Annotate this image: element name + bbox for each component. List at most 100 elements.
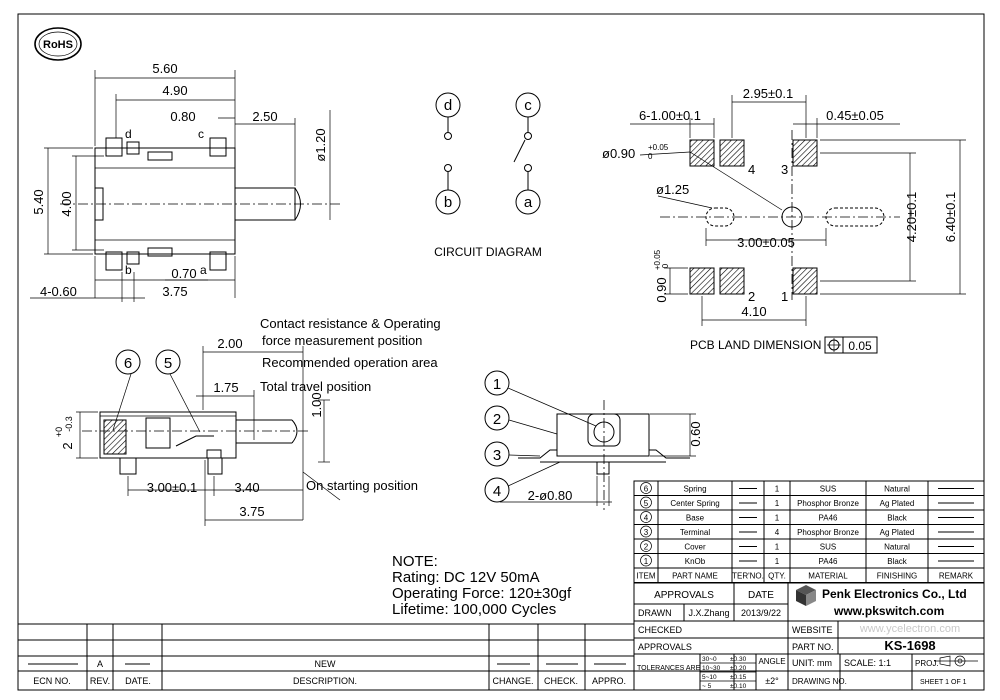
pcb-dim-4-10: 4.10 xyxy=(741,304,766,319)
tb-proj: PROJ. xyxy=(915,659,939,668)
pcb-position-tolerance: 0.05 xyxy=(848,339,872,353)
pcb-dim-dia-0-90: ø0.90 xyxy=(602,146,635,161)
tb-tol-r2v: ±0.20 xyxy=(730,665,747,672)
dim-5-60: 5.60 xyxy=(152,61,177,76)
tb-tol-r3: 5~10 xyxy=(702,674,717,681)
bom-part-name: Center Spring xyxy=(670,499,719,508)
tb-angle-value: ±2° xyxy=(765,676,779,686)
bom-material: PA46 xyxy=(819,514,839,523)
pin-label-b: b xyxy=(125,263,132,277)
revision-block: A NEW ECN NO. REV. DATE. DESCRIPTION. CH… xyxy=(18,623,635,690)
callout-1: 1 xyxy=(493,376,501,393)
tb-drawn-by: J.X.Zhang xyxy=(688,608,729,618)
bom-header-part: PART NAME xyxy=(672,572,718,581)
company-name: Penk Electronics Co., Ltd xyxy=(822,587,967,601)
pcb-dim-dia-1-25: ø1.25 xyxy=(656,182,689,197)
bom-item: 6 xyxy=(644,485,649,494)
front-dim-0-60: 0.60 xyxy=(688,421,703,446)
circuit-pin-d: d xyxy=(444,97,452,114)
pcb-dim-6x1-00: 6-1.00±0.1 xyxy=(639,108,701,123)
rohs-badge: RoHS xyxy=(34,27,82,61)
bom-qty: 4 xyxy=(775,528,780,537)
pcb-caption: PCB LAND DIMENSION xyxy=(690,338,821,352)
top-view: 5.60 4.90 0.80 2.50 ø1.20 5.40 4.00 0.70… xyxy=(30,61,340,302)
bom-finishing: Black xyxy=(887,514,908,523)
bom-finishing: Natural xyxy=(884,485,910,494)
circuit-title: CIRCUIT DIAGRAM xyxy=(434,245,542,259)
pcb-dim-0-45: 0.45±0.05 xyxy=(826,108,884,123)
bom-finishing: Natural xyxy=(884,543,910,552)
pin-label-c: c xyxy=(198,127,204,141)
side-dim-2-00: 2.00 xyxy=(217,336,242,351)
pcb-dim-2-95: 2.95±0.1 xyxy=(743,86,794,101)
note-total-travel: Total travel position xyxy=(260,379,371,394)
tb-website-value: www.ycelectron.com xyxy=(859,623,960,635)
bom-material: Phosphor Bronze xyxy=(797,499,859,508)
pin-label-d: d xyxy=(125,127,132,141)
tb-sheet: SHEET 1 OF 1 xyxy=(920,679,967,686)
bom-header-remark: REMARK xyxy=(939,572,974,581)
bom-finishing: Black xyxy=(887,557,908,566)
bom-finishing: Ag Plated xyxy=(880,499,915,508)
tb-approvals-2: APPROVALS xyxy=(638,642,692,652)
side-view: 6 5 2.00 1.75 1.00 2 +0 -0.3 3.00±0.1 3.… xyxy=(54,316,441,526)
bom-part-name: Spring xyxy=(683,485,706,494)
tb-drawn-date: 2013/9/22 xyxy=(741,608,781,618)
rev-change: CHANGE. xyxy=(492,676,533,686)
pcb-dim-0-90-v-tol-up: +0.05 xyxy=(653,249,662,270)
item-number-circle xyxy=(640,554,652,567)
bom-part-name: Terminal xyxy=(680,528,710,537)
pcb-dim-0-90-v-tol-dn: 0 xyxy=(661,263,670,268)
side-dim-3-00: 3.00±0.1 xyxy=(147,480,198,495)
tb-scale: SCALE: 1:1 xyxy=(844,658,891,668)
bom-qty: 1 xyxy=(775,543,780,552)
bom-item: 3 xyxy=(644,528,649,537)
note-lifetime: Lifetime: 100,000 Cycles xyxy=(392,601,556,618)
note-contact-resistance: Contact resistance & Operating xyxy=(260,316,441,331)
side-dim-2: 2 xyxy=(60,442,75,449)
pcb-dim-6-40: 6.40±0.1 xyxy=(943,192,958,243)
item-number-circle xyxy=(640,496,652,509)
tb-approvals: APPROVALS xyxy=(654,590,714,601)
tb-drawn: DRAWN xyxy=(638,608,672,618)
rev-date: DATE. xyxy=(125,676,151,686)
note-recommended-area: Recommended operation area xyxy=(262,355,438,370)
side-dim-2-tol-up: +0 xyxy=(54,427,64,437)
bom-material: SUS xyxy=(820,485,836,494)
dim-2-50: 2.50 xyxy=(252,109,277,124)
dim-3-75: 3.75 xyxy=(162,284,187,299)
circuit-pin-c: c xyxy=(524,97,532,114)
bom-material: PA46 xyxy=(819,557,839,566)
side-dim-1-75: 1.75 xyxy=(213,380,238,395)
bom-material: Phosphor Bronze xyxy=(797,528,859,537)
bom-header-qty: QTY. xyxy=(768,572,786,581)
pcb-dim-dia-0-90-tol-up: +0.05 xyxy=(648,143,669,152)
bom-part-name: Cover xyxy=(684,543,706,552)
sheet-border xyxy=(17,13,985,691)
note-rating: Rating: DC 12V 50mA xyxy=(392,569,540,586)
pcb-dim-3-00: 3.00±0.05 xyxy=(737,235,795,250)
rev-new: NEW xyxy=(315,659,337,669)
callout-5: 5 xyxy=(164,355,172,372)
tb-website-label: WEBSITE xyxy=(792,625,833,635)
title-block: APPROVALS DATE DRAWN J.X.Zhang 2013/9/22… xyxy=(633,582,985,691)
callout-6: 6 xyxy=(124,355,132,372)
pcb-pad-3: 3 xyxy=(781,162,788,177)
bom-item: 1 xyxy=(644,557,649,566)
note-force-measurement: force measurement position xyxy=(262,333,422,348)
tb-tolerances: TOLERANCES ARE xyxy=(637,665,701,672)
rev-check: CHECK. xyxy=(544,676,578,686)
dim-5-40: 5.40 xyxy=(31,189,46,214)
side-dim-2-tol-dn: -0.3 xyxy=(64,416,74,432)
bom-part-name: Base xyxy=(686,514,705,523)
company-logo-icon xyxy=(796,585,816,606)
rev-appro: APPRO. xyxy=(592,676,626,686)
item-number-circle xyxy=(640,482,652,494)
tb-tol-r3v: ±0.15 xyxy=(730,674,747,681)
front-dim-2x0-80: 2-ø0.80 xyxy=(528,488,573,503)
bom-header-item: ITEM xyxy=(636,572,655,581)
tb-angle: ANGLE xyxy=(758,657,785,666)
circuit-pin-a: a xyxy=(524,194,533,211)
tb-tol-r2: 10~30 xyxy=(702,665,721,672)
